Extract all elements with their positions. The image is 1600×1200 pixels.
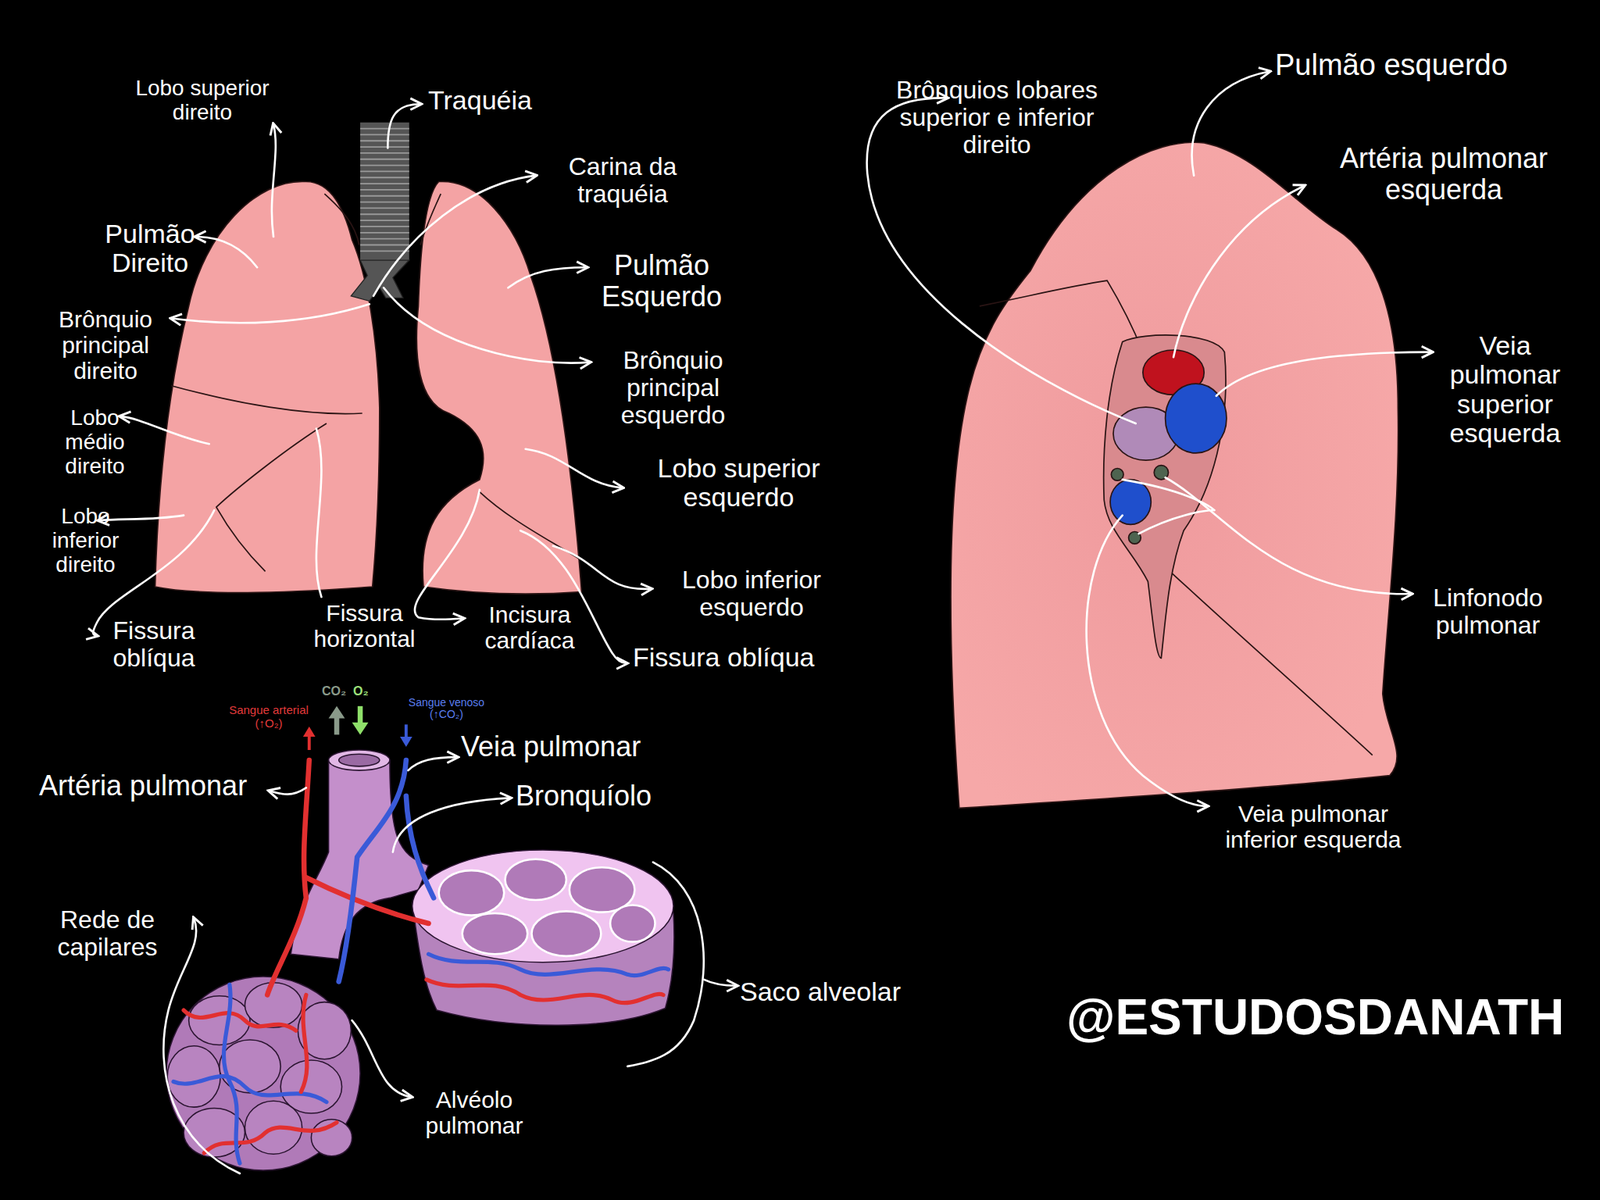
lobe-label: Lobo superior esquerdo [627, 453, 850, 513]
fissure-label: Fissura horizontal [296, 600, 433, 652]
part-label: Traquéia [428, 85, 533, 115]
vessel-label: Artéria pulmonar esquerda [1310, 142, 1577, 205]
organ-label: Pulmão esquerdo [1275, 49, 1508, 83]
part-label: Carina da traquéia [540, 153, 705, 208]
lobe-label: Lobo médio direito [46, 406, 144, 479]
vessel-label: Veia pulmonar superior esquerda [1436, 331, 1574, 449]
blood-vessels [173, 760, 668, 1164]
part-label: Alvéolo pulmonar [407, 1086, 541, 1139]
fissure-label: Fissura oblíqua [632, 642, 815, 672]
blood-note: Sangue venoso (↑CO₂) [397, 696, 496, 722]
gas-label: CO₂ [321, 684, 347, 699]
left-lung-medial [950, 142, 1399, 808]
part-label: Brônquio principal direito [39, 306, 172, 384]
alveoli-illustration [166, 750, 675, 1171]
gas-label: O₂ [353, 684, 369, 699]
part-label: Brônquios lobares superior e inferior di… [879, 76, 1115, 160]
vessel-label: Veia pulmonar inferior esquerda [1203, 800, 1423, 853]
organ-label: Pulmão Direito [99, 219, 201, 279]
part-label: Saco alveolar [739, 977, 901, 1007]
part-label: Bronquíolo [515, 780, 652, 812]
part-label: Rede de capilares [39, 906, 176, 961]
node-label: Linfonodo pulmonar [1415, 584, 1561, 640]
fissure-label: Fissura oblíqua [99, 617, 209, 672]
watermark: @ESTUDOSDANATH [1066, 989, 1565, 1045]
trachea [350, 122, 409, 302]
organ-label: Pulmão Esquerdo [591, 250, 733, 312]
blood-note: Sangue arterial (↑O₂) [214, 703, 324, 730]
flow-arrows [303, 706, 413, 750]
lobe-label: Lobo inferior direito [32, 504, 139, 577]
vessel-label: Veia pulmonar [460, 731, 641, 763]
lobe-label: Lobo inferior esquerdo [657, 566, 846, 622]
vessel-label: Artéria pulmonar [39, 770, 247, 802]
part-label: Incisura cardíaca [467, 601, 593, 654]
lobe-label: Lobo superior direito [112, 76, 293, 125]
part-label: Brônquio principal esquerdo [596, 346, 750, 430]
